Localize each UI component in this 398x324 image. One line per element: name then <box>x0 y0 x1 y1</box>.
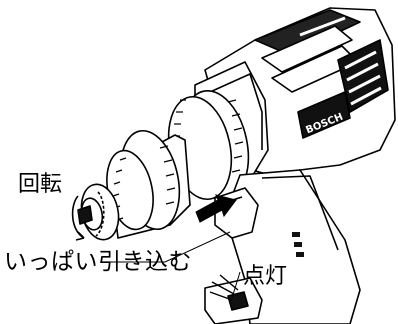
light-on-label: 点灯 <box>243 264 288 289</box>
brand-plate <box>297 91 351 139</box>
rotation-arrow-icon <box>71 191 105 241</box>
work-light <box>227 291 249 311</box>
rotate-label: 回転 <box>18 172 63 197</box>
push-arrow-icon <box>195 194 237 223</box>
pull-fully-label: いっぱい引き込む <box>4 249 192 275</box>
trigger <box>214 187 259 239</box>
